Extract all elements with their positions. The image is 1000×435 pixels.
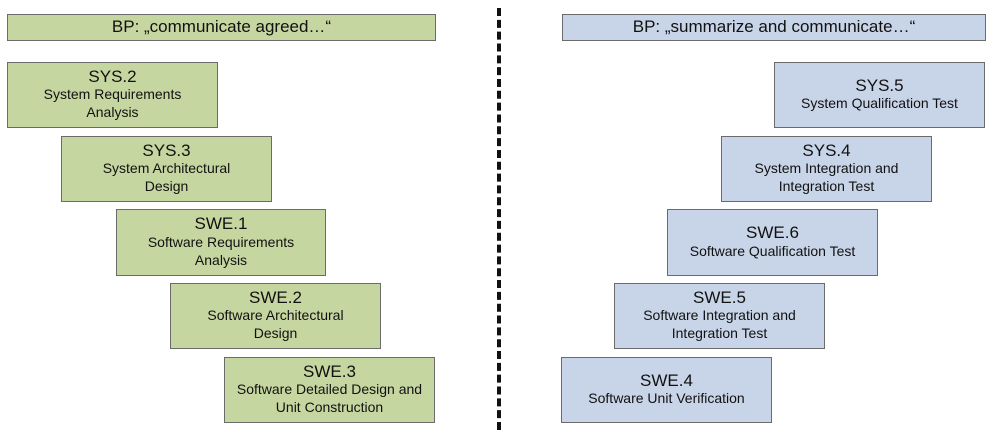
process-title: Software Detailed Design and Unit Constr…	[236, 381, 423, 416]
left-header-text: BP: „communicate agreed…“	[111, 17, 332, 37]
process-code: SWE.1	[194, 214, 248, 234]
process-title: Software Qualification Test	[689, 242, 856, 259]
process-title: Software Architectural Design	[207, 307, 344, 342]
process-box-swe5: SWE.5 Software Integration and Integrati…	[614, 283, 825, 349]
process-box-swe6: SWE.6 Software Qualification Test	[667, 209, 878, 276]
process-box-sys5: SYS.5 System Qualification Test	[774, 62, 985, 128]
process-box-sys3: SYS.3 System Architectural Design	[61, 136, 272, 202]
process-title: Software Integration and Integration Tes…	[643, 307, 796, 342]
process-code: SYS.5	[855, 75, 904, 95]
process-code: SWE.6	[746, 223, 799, 243]
process-code: SWE.4	[640, 370, 693, 390]
process-box-swe3: SWE.3 Software Detailed Design and Unit …	[224, 357, 435, 423]
process-box-sys4: SYS.4 System Integration and Integration…	[721, 136, 932, 202]
process-code: SYS.4	[802, 140, 851, 160]
process-code: SYS.3	[142, 140, 191, 160]
process-code: SWE.2	[249, 287, 302, 307]
process-title: Software Requirements Analysis	[147, 233, 295, 268]
process-code: SWE.3	[303, 361, 356, 381]
right-header-text: BP: „summarize and communicate…“	[632, 17, 916, 37]
process-title: System Integration and Integration Test	[754, 160, 899, 195]
process-box-swe4: SWE.4 Software Unit Verification	[561, 357, 772, 423]
right-header: BP: „summarize and communicate…“	[562, 14, 986, 41]
process-title: System Requirements Analysis	[43, 86, 182, 121]
process-box-swe2: SWE.2 Software Architectural Design	[170, 283, 381, 349]
process-code: SWE.5	[693, 287, 746, 307]
process-box-swe1: SWE.1 Software Requirements Analysis	[116, 209, 326, 276]
process-code: SYS.2	[88, 66, 137, 86]
left-header: BP: „communicate agreed…“	[7, 14, 436, 41]
process-title: System Architectural Design	[102, 160, 231, 195]
center-divider	[497, 8, 501, 430]
process-box-sys2: SYS.2 System Requirements Analysis	[7, 62, 218, 128]
process-title: Software Unit Verification	[588, 390, 745, 407]
process-title: System Qualification Test	[801, 95, 958, 112]
